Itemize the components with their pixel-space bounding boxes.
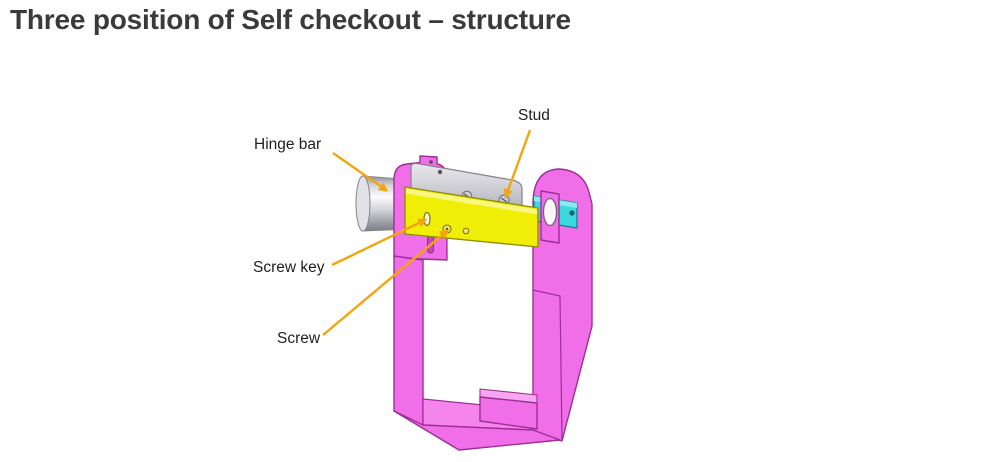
slide-bar-yellow xyxy=(404,186,539,248)
label-hinge-bar: Hinge bar xyxy=(254,136,322,153)
bar-end-cap xyxy=(569,210,575,216)
arm-screw-dot xyxy=(429,160,433,164)
slide-bar-yellow-highlight xyxy=(406,188,537,215)
leader-line-screw xyxy=(322,229,450,336)
label-screw-key: Screw key xyxy=(253,259,325,276)
plate-dot xyxy=(437,169,443,175)
frame-right-edge xyxy=(532,289,563,441)
label-screw: Screw xyxy=(277,330,321,347)
leader-line-stud xyxy=(503,129,532,199)
frame-base xyxy=(393,410,561,451)
leader-line-screw-key xyxy=(331,218,428,267)
step-front xyxy=(479,396,538,430)
pivot-hole xyxy=(542,197,558,227)
bar-small-screw xyxy=(462,227,470,235)
hinge-bar-end xyxy=(355,175,371,232)
leader-line-hinge-bar xyxy=(332,152,389,192)
page-title: Three position of Self checkout – struct… xyxy=(10,4,571,35)
screw-key-slot xyxy=(423,211,431,227)
label-stud: Stud xyxy=(518,107,550,124)
frame-left-wall xyxy=(393,255,424,427)
